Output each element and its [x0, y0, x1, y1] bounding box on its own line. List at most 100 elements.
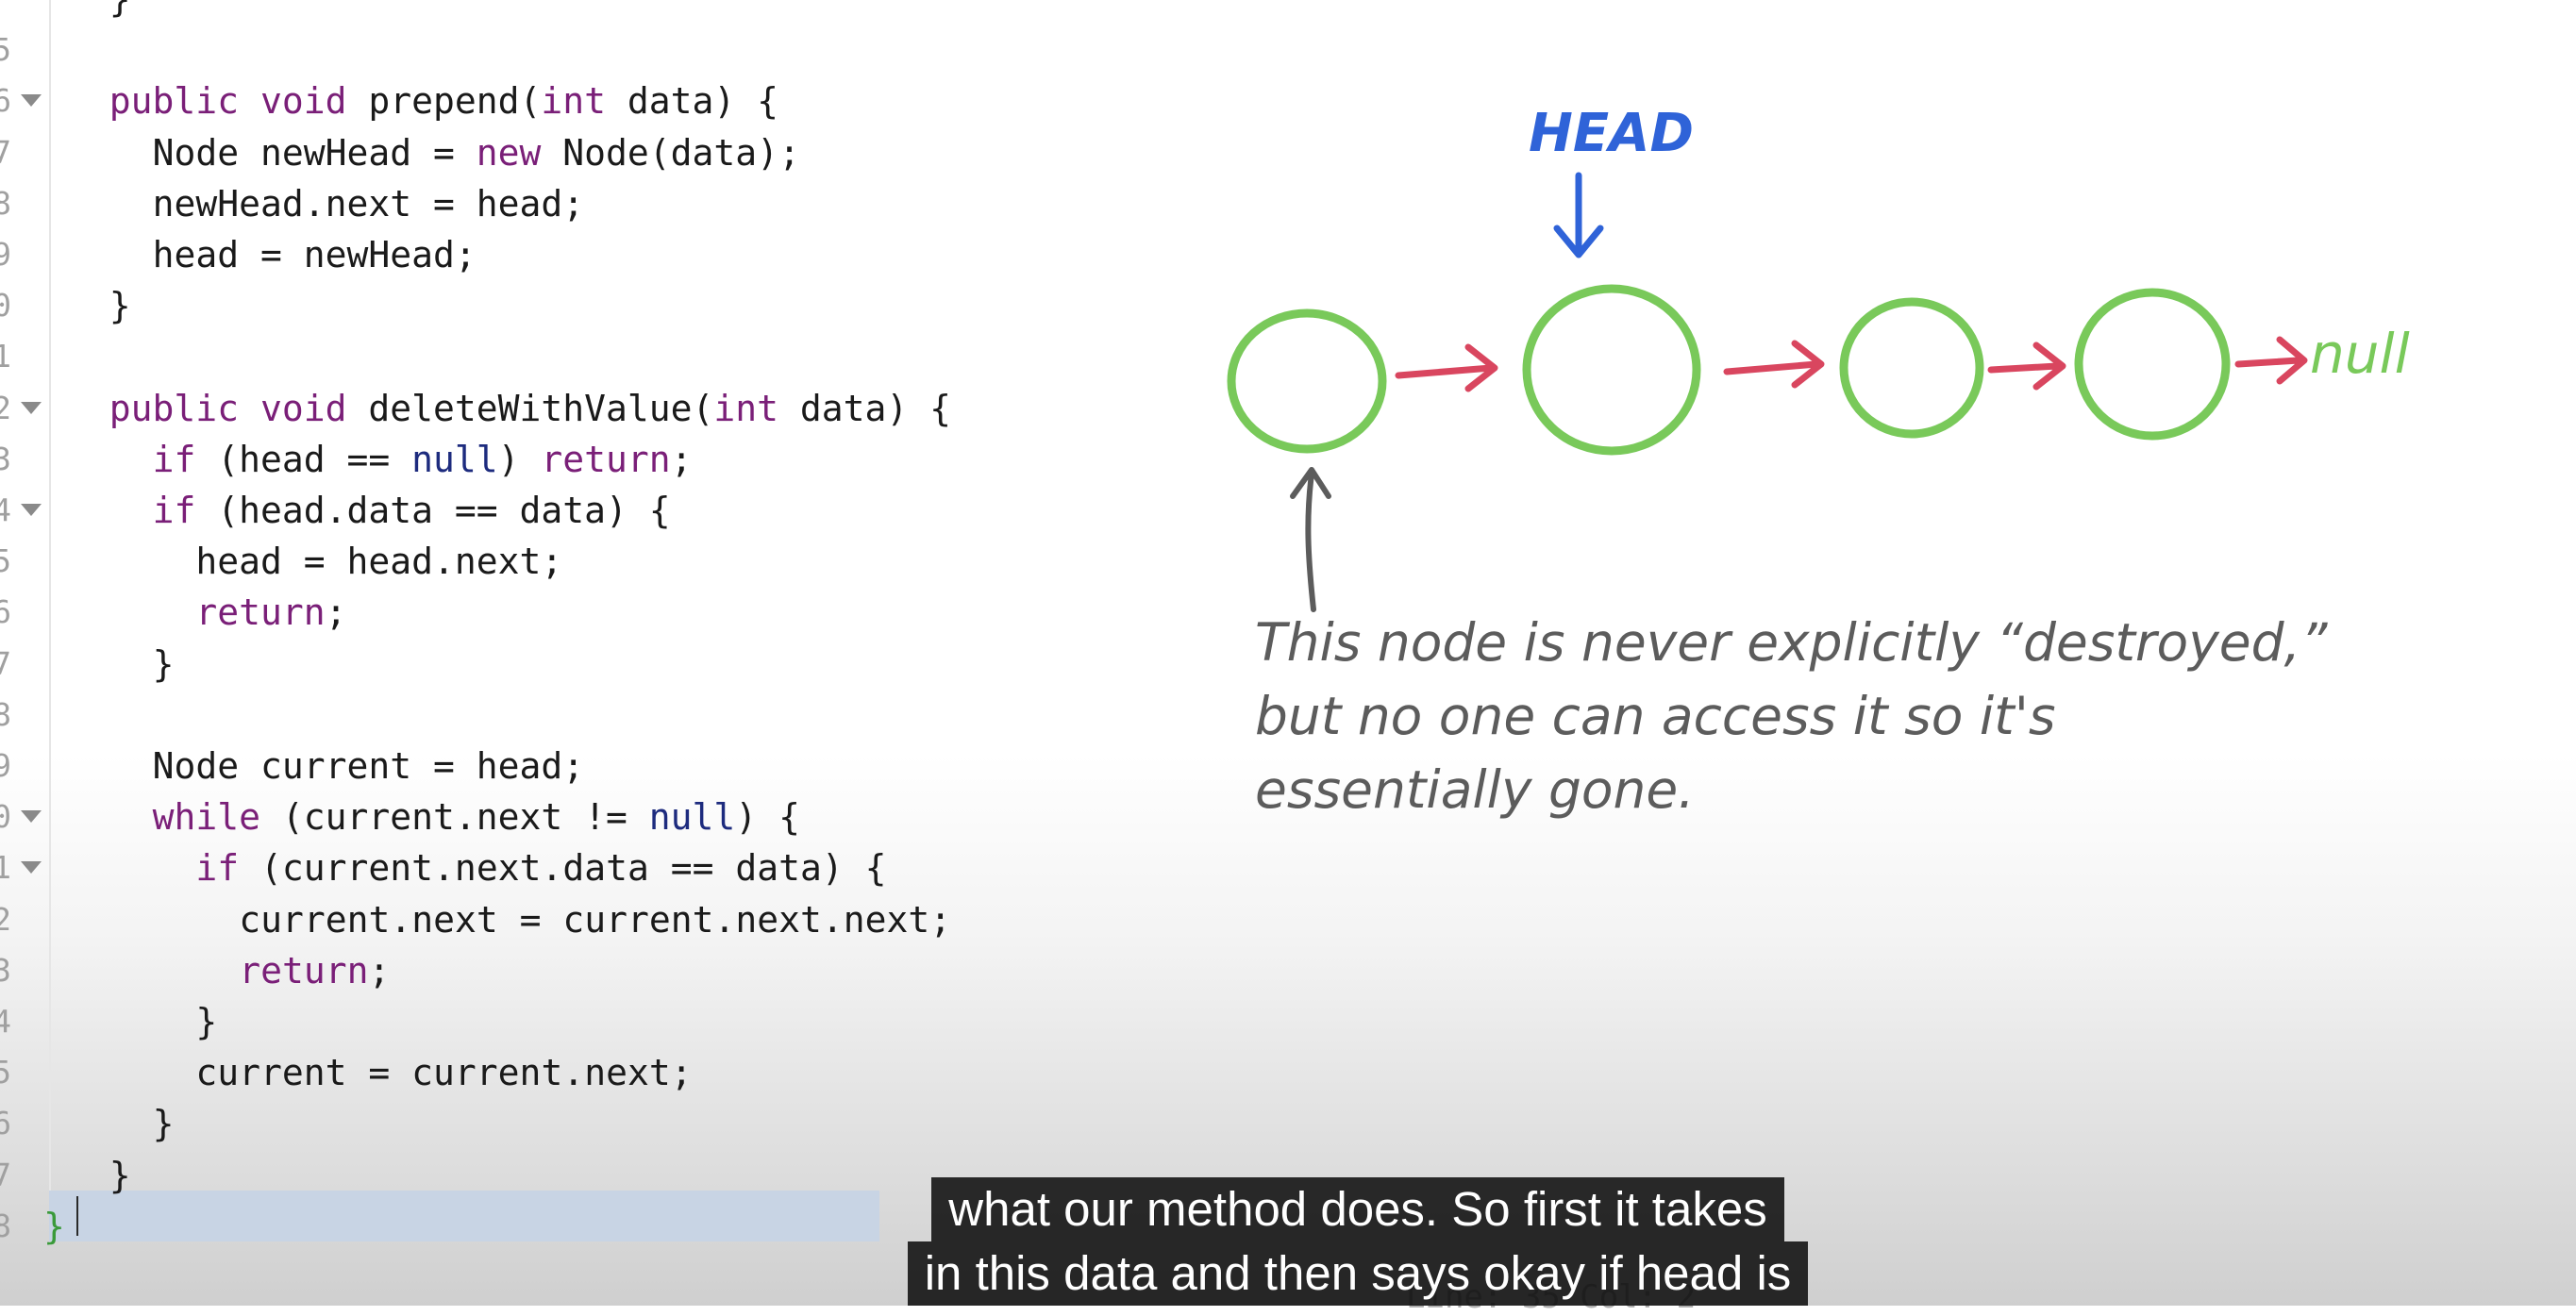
code-line: head = head.next; [195, 536, 562, 587]
code-line: } [153, 639, 175, 690]
code-token: int [713, 387, 779, 429]
line-number: 1 [0, 849, 11, 887]
code-token: Node current = head; [152, 745, 585, 787]
list-node-3 [1839, 297, 1984, 439]
caption-line-1: what our method does. So first it takes [931, 1177, 1784, 1241]
code-token: return [239, 949, 369, 991]
code-token: public void [109, 80, 369, 123]
code-token: if [195, 847, 240, 890]
note-pointer-arrow [1290, 467, 1331, 612]
head-arrow [1553, 172, 1604, 258]
current-line-highlight [49, 1191, 879, 1241]
line-number: 7 [0, 644, 11, 682]
code-line: } [43, 1201, 65, 1252]
code-token: } [43, 1205, 65, 1247]
next-arrow-3 [1987, 341, 2066, 391]
code-line: } [109, 0, 131, 25]
code-token: newHead.next = head; [152, 182, 585, 225]
code-token: return [541, 438, 671, 480]
list-node-4 [2074, 288, 2231, 441]
next-arrow-2 [1723, 340, 1825, 389]
video-captions: what our method does. So first it takes … [863, 1177, 1852, 1306]
code-token: data) { [606, 80, 779, 123]
code-token: } [152, 1103, 175, 1145]
code-line: if (current.next.data == data) { [195, 842, 886, 893]
code-line: head = newHead; [153, 229, 477, 280]
list-node-2 [1522, 284, 1701, 456]
code-line: current = current.next; [195, 1047, 692, 1098]
code-token: Node newHead = [152, 131, 477, 174]
line-number: 6 [0, 593, 11, 631]
linked-list-diagram: HEAD null This node is never explicitly … [1227, 103, 2410, 820]
line-number-gutter [0, 0, 51, 1245]
line-number: 9 [0, 236, 11, 273]
code-token: } [109, 0, 131, 20]
code-token: current.next = current.next.next; [239, 898, 952, 941]
code-token: ) { [735, 796, 800, 839]
code-token: (current.next != [259, 796, 649, 839]
code-token: null [411, 438, 498, 480]
note-line-1: This node is never explicitly “destroyed… [1255, 612, 2328, 673]
code-token: new [476, 131, 542, 174]
line-number: 6 [0, 82, 11, 120]
text-caret [76, 1196, 78, 1236]
code-line: if (head == null) return; [153, 434, 693, 485]
code-line: } [195, 996, 217, 1047]
code-line: public void prepend(int data) { [109, 75, 778, 126]
code-token: ; [368, 949, 391, 991]
line-number: 4 [0, 1003, 11, 1040]
code-token: public void [109, 387, 369, 429]
fold-toggle-icon[interactable] [21, 401, 42, 414]
line-number: 2 [0, 900, 11, 938]
list-node-1 [1227, 308, 1387, 454]
code-token: while [152, 796, 260, 839]
line-number: 9 [0, 747, 11, 784]
code-line: } [109, 280, 131, 331]
code-line: if (head.data == data) { [153, 485, 671, 536]
code-line: return; [239, 945, 390, 996]
caption-line-2: in this data and then says okay if head … [907, 1241, 1809, 1306]
code-token: if [152, 438, 196, 480]
code-token: ) [497, 438, 542, 480]
line-number: 0 [0, 287, 11, 325]
code-token: prepend( [368, 80, 542, 123]
note-line-3: essentially gone. [1255, 759, 1695, 820]
code-token: ; [670, 438, 693, 480]
fold-toggle-icon[interactable] [21, 861, 42, 875]
note-line-2: but no one can access it so it's [1255, 686, 2055, 746]
fold-toggle-icon[interactable] [21, 94, 42, 108]
line-number: 8 [0, 1207, 11, 1244]
head-label: HEAD [1529, 103, 1694, 164]
code-line: Node current = head; [153, 741, 585, 791]
code-token: null [648, 796, 736, 839]
line-number: 8 [0, 695, 11, 733]
code-line: return; [195, 587, 346, 638]
next-arrow-1 [1395, 343, 1498, 392]
line-number: 8 [0, 184, 11, 222]
code-token: data) { [778, 387, 952, 429]
line-number: 3 [0, 440, 11, 477]
code-token: deleteWithValue( [368, 387, 714, 429]
fold-toggle-icon[interactable] [21, 810, 42, 824]
line-number: 2 [0, 389, 11, 426]
code-token: int [541, 80, 607, 123]
code-token: if [152, 490, 196, 531]
code-token: ; [325, 591, 347, 634]
fold-toggle-icon[interactable] [21, 504, 42, 516]
line-number: 6 [0, 1105, 11, 1142]
code-line: current.next = current.next.next; [239, 894, 951, 945]
code-token: head = head.next; [195, 541, 563, 583]
line-number: 3 [0, 951, 11, 989]
line-number: 1 [0, 338, 11, 375]
code-line: Node newHead = new Node(data); [153, 127, 800, 178]
line-number: 7 [0, 1156, 11, 1193]
code-token: (head == [195, 438, 412, 480]
line-number: 5 [0, 1054, 11, 1091]
code-token: (current.next.data == data) { [239, 847, 887, 890]
code-token: (head.data == data) { [195, 490, 671, 531]
line-number: 7 [0, 133, 11, 171]
code-token: return [195, 591, 326, 634]
code-line: public void deleteWithValue(int data) { [109, 383, 951, 434]
line-number: 4 [0, 491, 11, 528]
code-line: while (current.next != null) { [153, 791, 800, 842]
